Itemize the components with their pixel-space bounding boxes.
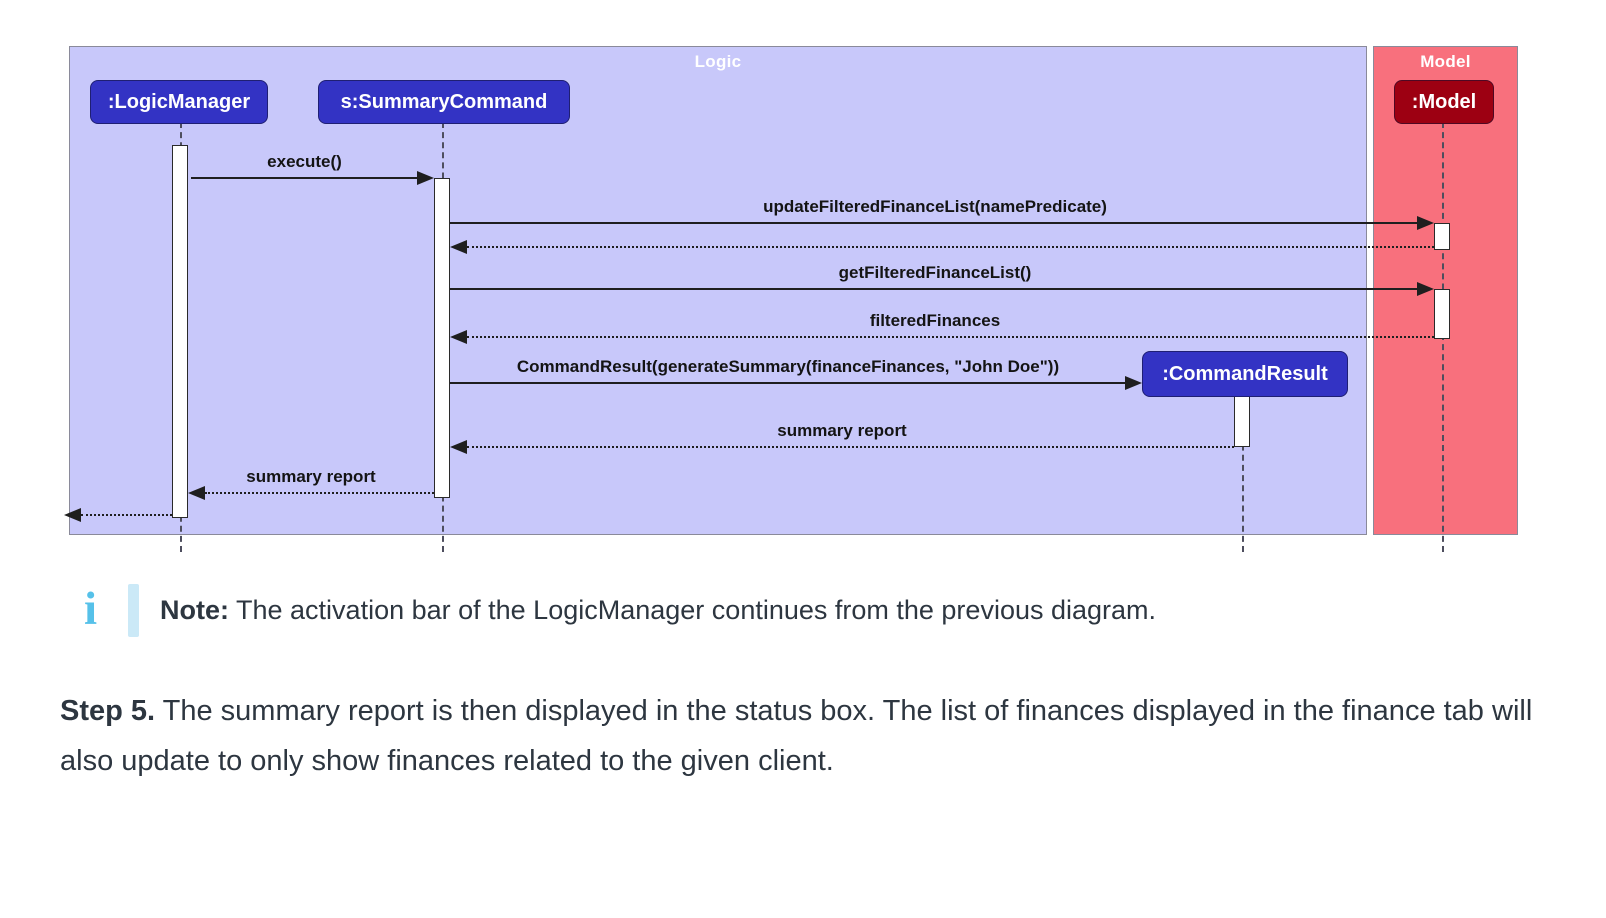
- arrowhead-left-icon: [450, 330, 467, 344]
- return-to-caller-arrow: [81, 514, 172, 516]
- arrowhead-left-icon: [188, 486, 205, 500]
- note-accent-bar: [128, 584, 139, 637]
- message-filteredfinances-arrow: [467, 336, 1434, 338]
- message-getfiltered-label: getFilteredFinanceList(): [838, 263, 1032, 282]
- logic-frame-title: Logic: [694, 52, 742, 71]
- commandresult-lifeline: [1242, 394, 1244, 552]
- arrowhead-right-icon: [1125, 376, 1142, 390]
- step-body: The summary report is then displayed in …: [60, 695, 1533, 777]
- summarycommand-participant: s:SummaryCommand: [318, 80, 570, 124]
- logicmanager-participant: :LogicManager: [90, 80, 268, 124]
- arrowhead-left-icon: [450, 240, 467, 254]
- message-summaryreport2-label: summary report: [246, 467, 376, 486]
- model-frame-title: Model: [1420, 52, 1471, 71]
- logicmanager-activation: [172, 145, 188, 518]
- message-getfiltered-arrow: [450, 288, 1417, 290]
- note-body: The activation bar of the LogicManager c…: [236, 595, 1157, 625]
- message-createcommandresult-label: CommandResult(generateSummary(financeFin…: [516, 357, 1060, 376]
- arrowhead-left-icon: [64, 508, 81, 522]
- commandresult-activation: [1234, 395, 1250, 447]
- message-updatefiltered-arrow: [450, 222, 1417, 224]
- summarycommand-activation: [434, 178, 450, 498]
- model-participant: :Model: [1394, 80, 1494, 124]
- step-label: Step 5.: [60, 695, 156, 727]
- message-createcommandresult-arrow: [450, 382, 1125, 384]
- commandresult-participant: :CommandResult: [1142, 351, 1348, 397]
- message-execute-label: execute(): [267, 152, 342, 171]
- arrowhead-right-icon: [1417, 216, 1434, 230]
- message-summaryreport1-label: summary report: [777, 421, 907, 440]
- step-paragraph: Step 5. The summary report is then displ…: [60, 686, 1548, 786]
- model-activation-2: [1434, 289, 1450, 339]
- arrowhead-right-icon: [417, 171, 434, 185]
- return-updatefiltered-arrow: [467, 246, 1434, 248]
- model-activation-1: [1434, 223, 1450, 250]
- message-filteredfinances-label: filteredFinances: [869, 311, 1001, 330]
- note-text: Note: The activation bar of the LogicMan…: [160, 583, 1156, 637]
- logic-frame: [69, 46, 1367, 535]
- message-summaryreport2-arrow: [205, 492, 434, 494]
- note-label: Note:: [160, 595, 229, 625]
- message-updatefiltered-label: updateFilteredFinanceList(namePredicate): [763, 197, 1107, 216]
- message-execute-arrow: [191, 177, 418, 179]
- message-summaryreport1-arrow: [467, 446, 1234, 448]
- arrowhead-right-icon: [1417, 282, 1434, 296]
- info-icon: i: [84, 583, 98, 635]
- arrowhead-left-icon: [450, 440, 467, 454]
